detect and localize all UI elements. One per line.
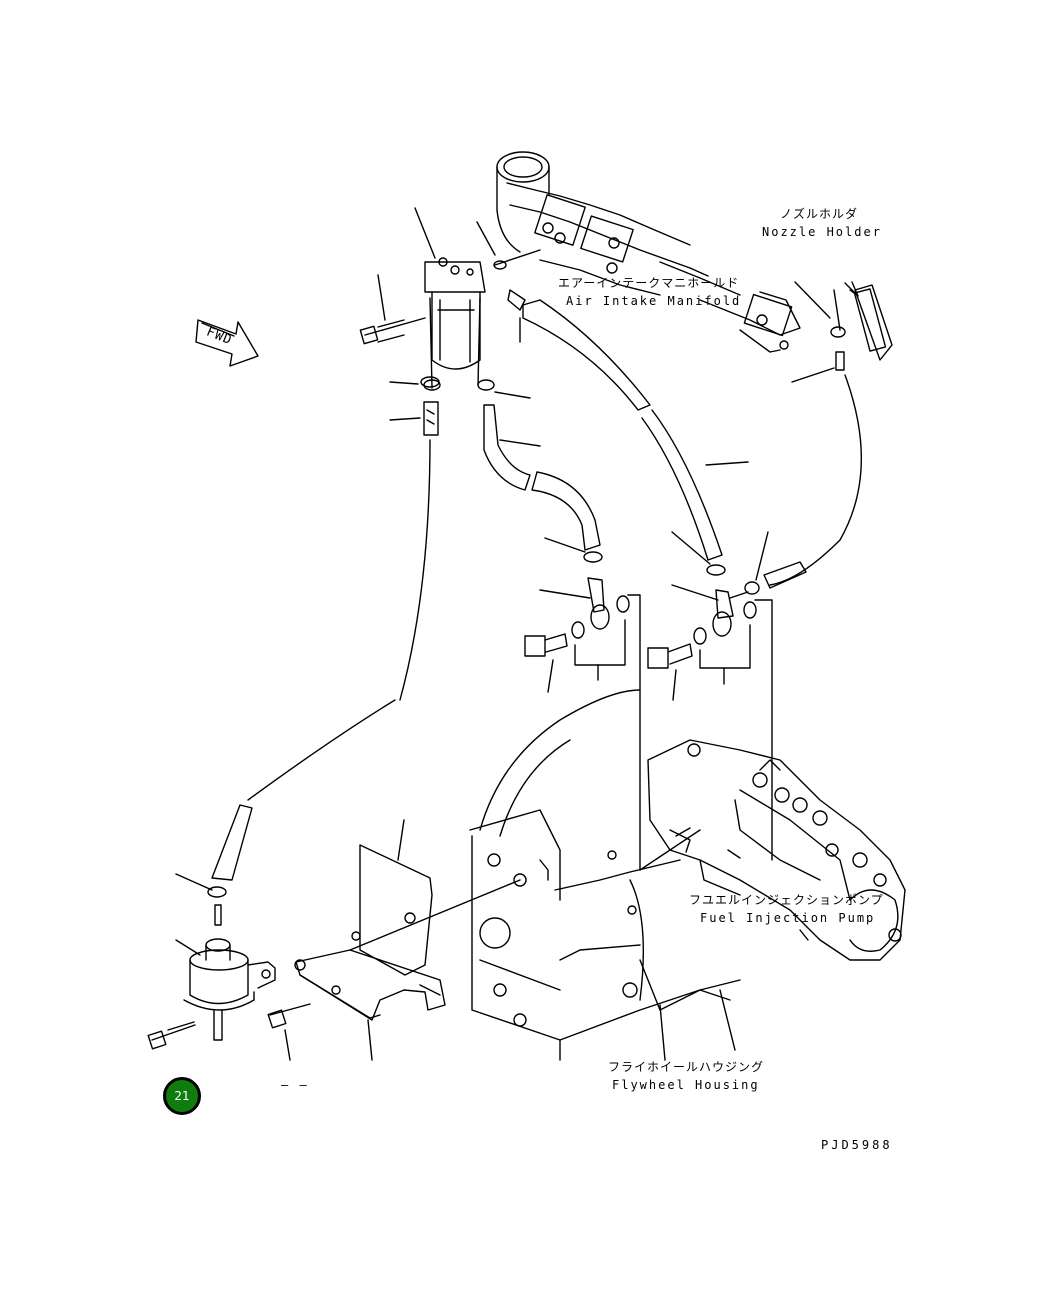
- flywheel-housing: [470, 690, 740, 1060]
- air-intake-manifold: [497, 152, 800, 352]
- mounting-bracket: [295, 845, 520, 1020]
- callout-part-21[interactable]: 21: [163, 1077, 201, 1115]
- leader-lines: [176, 208, 834, 1060]
- fuel-injection-pump: [640, 740, 905, 960]
- nozzle-holder-label-jp: ノズルホルダ: [780, 207, 859, 221]
- assembly-brackets: [575, 595, 772, 870]
- dash-marks: – –: [281, 1078, 309, 1092]
- air-intake-manifold-label-jp: エアーインテークマニホールド: [558, 276, 740, 290]
- flywheel-housing-label-jp: フライホイールハウジング: [608, 1060, 765, 1074]
- fuel-injection-pump-label-en: Fuel Injection Pump: [700, 911, 876, 925]
- banjo-fittings: [525, 578, 756, 668]
- air-intake-manifold-label-en: Air Intake Manifold: [566, 294, 742, 308]
- fuel-filter: [360, 250, 540, 390]
- drawing-code: PJD5988: [821, 1138, 893, 1152]
- nozzle-holder-label-en: Nozzle Holder: [762, 225, 882, 239]
- fuel-injection-pump-label-jp: フユエルインジェクションポンプ: [689, 893, 884, 907]
- nozzle-holder: [831, 282, 892, 370]
- fwd-arrow-icon: [196, 320, 258, 366]
- fuel-hoses: [212, 300, 861, 880]
- hose-clamps: [208, 377, 759, 897]
- lower-fuel-strainer: [148, 905, 310, 1049]
- flywheel-housing-label-en: Flywheel Housing: [612, 1078, 760, 1092]
